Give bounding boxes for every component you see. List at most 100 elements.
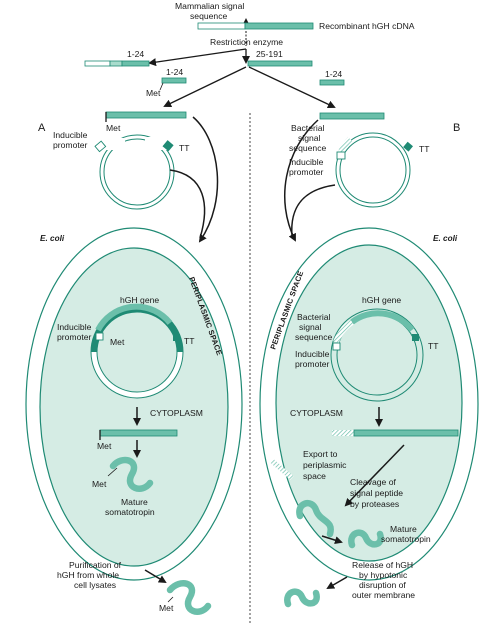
mammalian-signal-label: Mammalian signal (175, 1, 244, 11)
label-25-191: 25-191 (256, 49, 283, 59)
panel-b-cleave-3: by proteases (350, 499, 399, 509)
top-section: Mammalian signal sequence Recombinant hG… (84, 1, 415, 109)
panel-a-gene-bar (105, 111, 187, 119)
panel-a-purif-2: hGH from whole (57, 570, 119, 580)
panel-b-arrow-plasmid (291, 184, 336, 237)
panel-b: B Bacterial signal sequence Inducible pr… (259, 112, 479, 608)
fragment-left-light (109, 60, 123, 67)
panel-a-hgh-gene: hGH gene (120, 295, 159, 305)
panel-a-ecoli: E. coli (40, 234, 65, 243)
panel-b-release-1: Release of hGH (352, 560, 413, 570)
panel-a-inducible-2: promoter (53, 140, 88, 150)
panel-b-mature-protein (348, 529, 384, 549)
panel-b-plasmid-outer (335, 132, 411, 208)
panel-a-met-bottom-pointer (167, 596, 174, 603)
panel-b-release-4: outer membrane (352, 590, 415, 600)
restriction-enzyme-label: Restriction enzyme (210, 37, 283, 47)
panel-b-inducible-1: Inducible (289, 157, 324, 167)
panel-b-bact-1: Bacterial (291, 123, 325, 133)
panel-b-bact-3: sequence (289, 143, 326, 153)
panel-b-hgh-gene: hGH gene (362, 295, 401, 305)
panel-b-tt: TT (419, 144, 430, 154)
panel-b-exported-protein (296, 499, 334, 538)
panel-a-tt: TT (179, 143, 190, 153)
fragment-right-1-24 (319, 79, 345, 86)
label-1-24-left: 1-24 (127, 49, 144, 59)
panel-a-purif-3: cell lysates (74, 580, 116, 590)
panel-b-inducible-2: promoter (289, 167, 324, 177)
panel-a-mature-2: somatotropin (105, 507, 155, 517)
panel-b-ecoli: E. coli (433, 234, 458, 243)
panel-a-inner-inducible-2: promoter (57, 332, 92, 342)
fragment-left-1-24 (121, 60, 150, 67)
fragment-left-signal (84, 60, 111, 67)
arrow-to-panel-b (248, 66, 336, 109)
arrow-to-left-fragment (148, 48, 247, 67)
panel-a-promoter-block (94, 140, 107, 153)
panel-a-inducible-1: Inducible (53, 130, 88, 140)
panel-b-letter: B (453, 122, 460, 134)
arrow-to-panel-a (163, 66, 247, 108)
panel-b-inner-inducible-1: Inducible (295, 349, 330, 359)
panel-a-inner-promoter (95, 332, 104, 341)
label-1-24-right: 1-24 (325, 69, 342, 79)
panel-a-arrow-purify (144, 569, 167, 584)
panel-b-strand-signal (332, 430, 354, 436)
panel-a-inner-met: Met (110, 337, 125, 347)
panel-b-release-3: disruption of (359, 580, 406, 590)
panel-b-inner-bact-3: sequence (295, 332, 332, 342)
panel-a-purif-1: Purification of (69, 560, 122, 570)
panel-a-met-protein-pointer (107, 467, 118, 477)
fragment-25-191 (247, 60, 313, 67)
panel-a-mrna-strand (99, 429, 178, 437)
panel-b-arrow-cleave (321, 535, 343, 545)
hgh-cdna-segment (244, 22, 314, 30)
panel-a: A Met Inducible promoter TT E. coli PERI… (25, 111, 243, 615)
panel-b-released-protein (284, 588, 320, 608)
panel-b-inner-signal-arc (333, 319, 354, 344)
met-pointer-top (159, 82, 164, 91)
panel-b-mature-2: somatotropin (381, 534, 431, 544)
panel-b-export-3: space (303, 471, 326, 481)
panel-a-inner-tt: TT (184, 336, 195, 346)
panel-a-cytoplasm: CYTOPLASM (150, 408, 203, 418)
panel-b-mrna-strand (353, 429, 459, 437)
panel-a-met-strand: Met (97, 441, 112, 451)
panel-a-met-protein: Met (92, 479, 107, 489)
panel-a-met: Met (106, 123, 121, 133)
panel-b-cleave-1: Cleavage of (350, 477, 396, 487)
panel-a-tt-block (162, 140, 174, 152)
panel-a-plasmid-outer (99, 134, 175, 210)
recombinant-cdna-label: Recombinant hGH cDNA (319, 21, 415, 31)
panel-b-export-2: periplasmic (303, 460, 347, 470)
panel-b-cleave-2: signal peptide (350, 488, 403, 498)
panel-b-plasmid-inner (339, 136, 407, 204)
panel-b-tt-block (403, 141, 413, 152)
panel-b-inner-tt-block (412, 334, 419, 341)
panel-a-inner-plasmid-inner (96, 311, 178, 393)
panel-b-arrow-release (326, 576, 348, 590)
panel-b-inner-plasmid-outer (330, 308, 424, 402)
panel-b-inner-gene-arc (350, 310, 415, 332)
panel-b-inner-bact-2: signal (299, 322, 322, 332)
panel-b-inner-bact-1: Bacterial (297, 312, 331, 322)
panel-b-inner-membrane (275, 244, 463, 562)
mammalian-signal-label-2: sequence (190, 11, 227, 21)
panel-b-inner-inducible-2: promoter (295, 359, 330, 369)
panel-a-inner-plasmid-bottom (90, 351, 184, 399)
panel-a-inner-membrane (39, 247, 229, 567)
panel-a-plasmid-gap (106, 138, 125, 150)
panel-b-export-signal (270, 459, 294, 480)
panel-a-inner-tt-block (173, 334, 180, 341)
panel-b-arrow-gene (283, 119, 319, 242)
panel-b-inner-promoter (332, 342, 341, 351)
label-met-top: Met (146, 88, 161, 98)
fragment-met-1-24 (161, 77, 187, 84)
panel-a-met-bottom: Met (159, 603, 174, 613)
panel-b-inner-tt: TT (428, 341, 439, 351)
mammalian-signal-segment (197, 22, 246, 30)
panel-a-mature-1: Mature (121, 497, 148, 507)
panel-b-release-2: by hypotonic (359, 570, 408, 580)
